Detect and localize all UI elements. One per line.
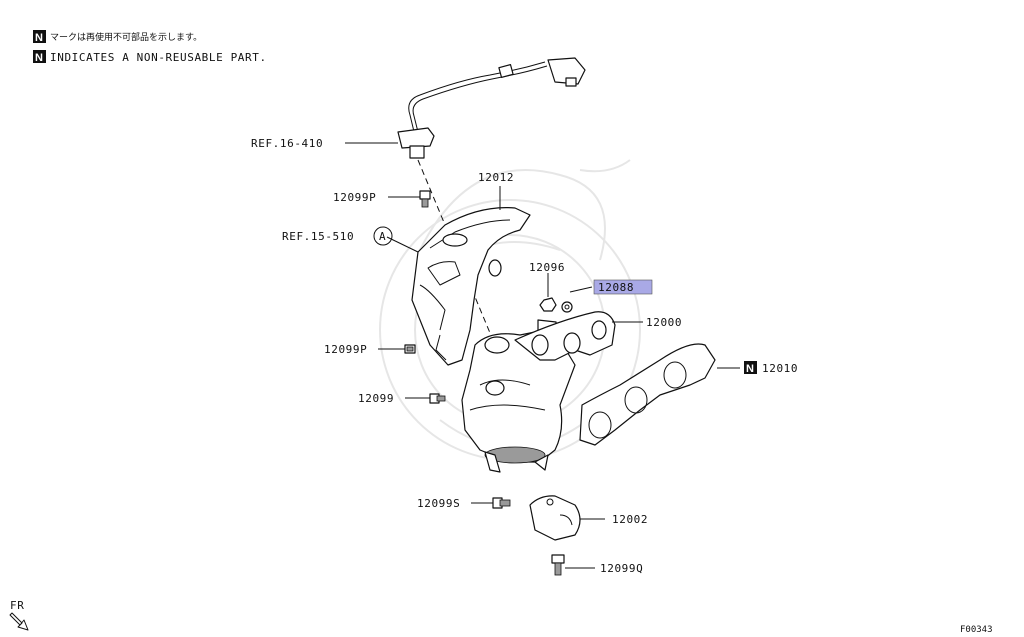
highlight-12088 xyxy=(593,279,653,295)
figure-id: F00343 xyxy=(960,625,993,635)
label-12000[interactable]: 12000 xyxy=(646,316,682,329)
legend-n-letter-1: N xyxy=(35,32,43,44)
label-12099q[interactable]: 12099Q xyxy=(600,562,643,575)
heat-protector xyxy=(411,207,531,366)
legend-japanese-text: マークは再使用不可部品を示します。 xyxy=(50,31,202,43)
bolt-12099q xyxy=(551,554,565,576)
nut-12096 xyxy=(539,297,557,312)
bolt-12099p-top xyxy=(419,190,431,208)
legend-n-letter-2: N xyxy=(35,52,43,64)
gasket-ring-12088 xyxy=(561,301,573,313)
label-12099p-top[interactable]: 12099P xyxy=(333,191,376,204)
bolt-12099p-mid xyxy=(404,344,416,354)
ref-circle-marker xyxy=(373,226,393,246)
legend-n-badge-2 xyxy=(33,50,46,63)
legend: N マークは再使用不可部品を示します。 N INDICATES A NON-RE… xyxy=(33,30,267,64)
oxygen-sensor xyxy=(397,57,586,159)
label-ref-16-410[interactable]: REF.16-410 xyxy=(251,137,323,150)
label-12099p-mid[interactable]: 12099P xyxy=(324,343,367,356)
fr-arrow-icon xyxy=(9,612,29,631)
legend-english-text: INDICATES A NON-REUSABLE PART. xyxy=(50,51,267,64)
label-12012[interactable]: 12012 xyxy=(478,171,514,184)
label-12099s[interactable]: 12099S xyxy=(417,497,460,510)
label-12099[interactable]: 12099 xyxy=(358,392,394,405)
bolt-12099s xyxy=(492,497,511,509)
n-badge-12010 xyxy=(744,361,757,374)
manifold-gasket xyxy=(579,343,716,446)
label-12096[interactable]: 12096 xyxy=(529,261,565,274)
label-12010[interactable]: 12010 xyxy=(762,362,798,375)
ref-circle-letter: A xyxy=(379,230,386,243)
fr-direction-label: FR xyxy=(10,599,24,612)
n-badge-letter-12010: N xyxy=(746,363,754,375)
label-12088[interactable]: 12088 xyxy=(598,281,634,294)
bracket-12002 xyxy=(529,495,581,541)
bolt-12099 xyxy=(429,393,446,404)
leader-lines xyxy=(345,142,740,569)
legend-n-badge-1 xyxy=(33,30,46,43)
manifold-flange xyxy=(514,311,616,361)
gasket-ring-hole xyxy=(564,304,570,310)
label-12002[interactable]: 12002 xyxy=(612,513,648,526)
label-ref-15-510[interactable]: REF.15-510 xyxy=(282,230,354,243)
